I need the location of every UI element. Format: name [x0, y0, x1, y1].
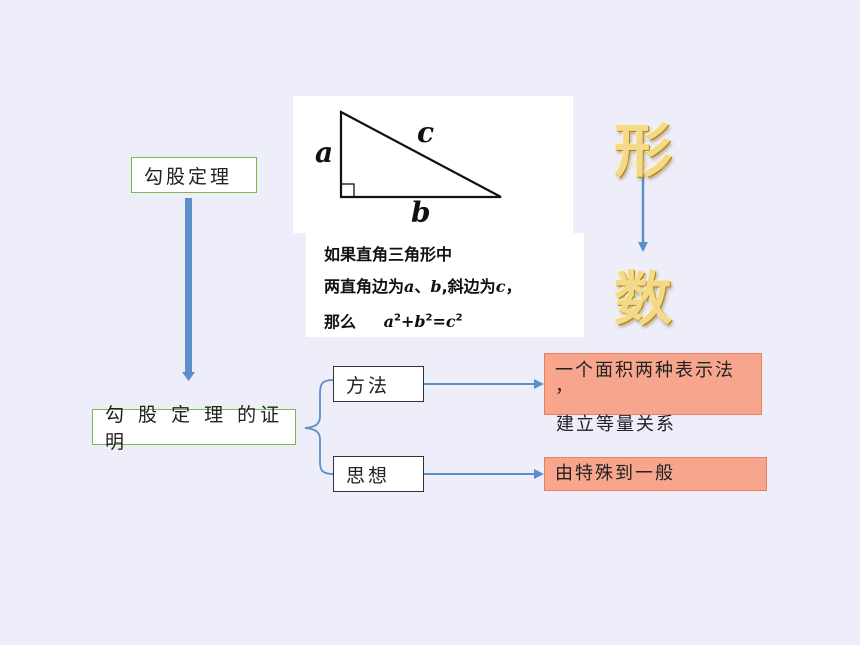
theorem-line-2: 两直角边为a、b,斜边为c， — [324, 277, 522, 296]
pythagorean-formula: a2+b2=c2 — [383, 312, 463, 332]
side-a-label: a — [315, 136, 334, 169]
branch-bracket — [304, 379, 334, 475]
theorem-statement: 如果直角三角形中 两直角边为a、b,斜边为c， 那么 a2+b2=c2 — [306, 233, 584, 337]
shape-char-reflection: 形 — [614, 158, 672, 188]
theorem-line-1: 如果直角三角形中 — [324, 245, 453, 264]
node-thought: 思想 — [333, 456, 424, 492]
number-char-reflection: 数 — [614, 306, 672, 334]
result-method-line2: 建立等量关系 — [556, 414, 676, 435]
node-pythagorean-theorem: 勾股定理 — [131, 157, 257, 193]
node-theorem-proof: 勾 股 定 理 的证明 — [92, 404, 296, 453]
down-arrow-head — [182, 372, 195, 381]
number-char: 数 — [614, 265, 673, 333]
side-c-label: c — [417, 116, 435, 149]
triangle-panel: a c b — [293, 96, 573, 233]
side-b-label: b — [411, 196, 431, 229]
result-method-comma: ， — [555, 376, 575, 397]
node-method: 方法 — [333, 366, 424, 402]
right-triangle-figure — [339, 110, 502, 199]
result-method: 一个面积两种表示法 ， — [544, 353, 762, 415]
down-arrow-shaft — [185, 198, 192, 373]
result-thought: 由特殊到一般 — [544, 457, 767, 491]
right-angle-marker — [340, 183, 355, 198]
shape-char: 形 — [614, 117, 673, 185]
result-method-line1: 一个面积两种表示法 — [555, 360, 735, 381]
theorem-line-3: 那么 a2+b2=c2 — [324, 312, 463, 332]
